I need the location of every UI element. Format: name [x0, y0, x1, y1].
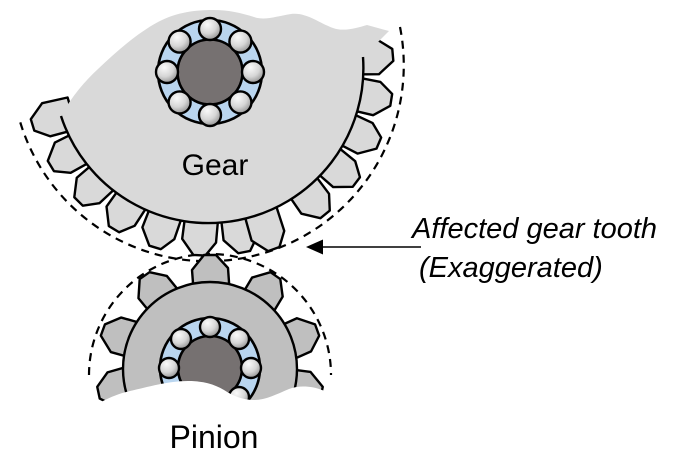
gear-bearing-icon: [154, 16, 266, 128]
bearing-ball: [198, 315, 222, 339]
bearing-ball: [228, 90, 253, 115]
bearing-ball: [228, 29, 253, 54]
annotation-line2: (Exaggerated): [419, 252, 603, 284]
gear-rim: [59, 56, 365, 225]
bearing-ball: [154, 59, 180, 85]
bearing-ball: [157, 356, 181, 380]
pinion-label: Pinion: [170, 419, 259, 455]
bearing-ball: [197, 102, 223, 128]
bearing-ball: [197, 16, 223, 42]
pinion-torn-edge: [70, 381, 368, 469]
gear-label: Gear: [182, 149, 249, 182]
annotation-line1: Affected gear tooth: [410, 213, 657, 245]
gear-deflection-dashed-arc: [17, 26, 405, 263]
bearing-balls: [154, 16, 266, 128]
annotation-arrowhead-icon: [306, 239, 323, 255]
bearing-ball: [167, 29, 192, 54]
bearing-ball: [167, 90, 192, 115]
pinion-deflection-dashed-arc: [87, 252, 333, 376]
bearing-ball: [169, 327, 193, 351]
bearing-ball: [227, 327, 251, 351]
bearing-ball: [239, 356, 263, 380]
bearing-ball: [240, 59, 266, 85]
